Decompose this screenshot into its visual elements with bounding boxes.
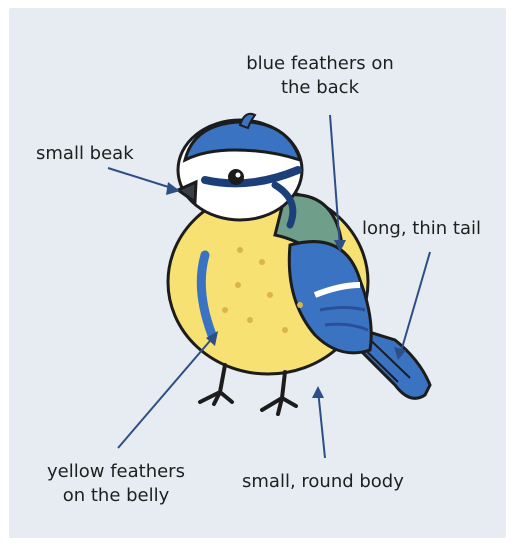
label-small-beak: small beak bbox=[36, 142, 134, 166]
label-line: the back bbox=[230, 76, 410, 100]
pointer-body bbox=[318, 390, 325, 458]
label-small-round-body: small, round body bbox=[242, 470, 404, 494]
label-line: yellow feathers bbox=[36, 460, 196, 484]
pointer-belly bbox=[118, 335, 215, 448]
label-long-thin-tail: long, thin tail bbox=[362, 217, 481, 241]
label-line: blue feathers on bbox=[230, 52, 410, 76]
label-line: on the belly bbox=[36, 484, 196, 508]
label-yellow-feathers-belly: yellow feathers on the belly bbox=[36, 460, 196, 508]
bird-eye bbox=[228, 169, 244, 185]
pointer-tail bbox=[400, 252, 430, 355]
label-blue-feathers-back: blue feathers on the back bbox=[230, 52, 410, 100]
